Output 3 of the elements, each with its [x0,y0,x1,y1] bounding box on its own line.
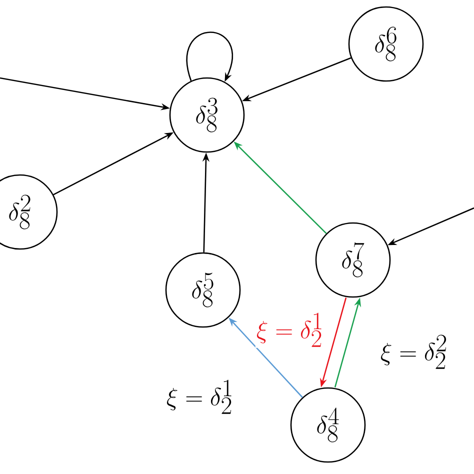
edge-label: $\xi = \delta_2^2$ [379,334,449,370]
edge-label: $\xi = \delta_2^1$ [165,379,235,415]
edge-label: $\xi = \delta_2^1$ [255,312,325,348]
